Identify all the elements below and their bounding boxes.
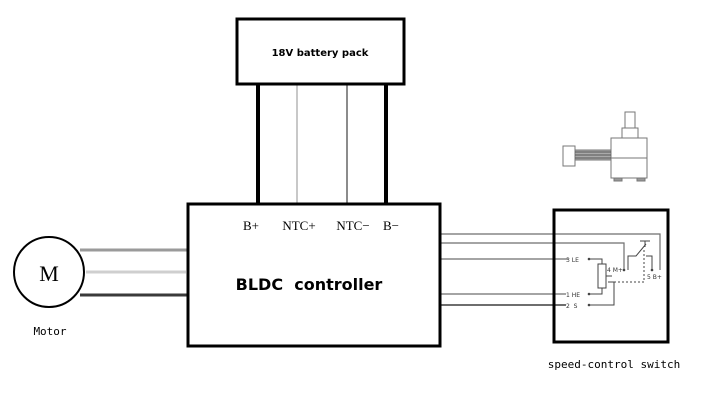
battery-label: 18V battery pack — [272, 48, 369, 59]
controller-label: BLDC controller — [236, 275, 383, 294]
wire-to-b — [440, 233, 661, 270]
pin-le-label: 3 LE — [566, 257, 579, 264]
pin-b-label: 5 B+ — [647, 274, 662, 281]
pin-m-label: 4 M+ — [607, 267, 623, 274]
wire-to-m — [440, 242, 625, 270]
pin-s-label: 2 S — [566, 303, 578, 310]
motor-label: Motor — [33, 325, 66, 338]
switch-label: speed-control switch — [548, 358, 680, 371]
terminal-b-plus: B+ — [243, 218, 259, 233]
terminal-b-minus: B− — [383, 218, 399, 233]
potentiometer-switch-photo-icon — [562, 111, 648, 182]
signal-wires — [440, 233, 661, 306]
motor: M Motor — [13, 236, 85, 338]
motor-symbol: M — [39, 261, 59, 286]
potentiometer-symbol — [597, 263, 607, 289]
speed-control-switch: 3 LE 1 HE 2 S 4 M+ 5 B+ speed-control sw… — [548, 208, 680, 371]
pin-he-label: 1 HE — [566, 292, 580, 299]
battery-pack: 18V battery pack — [235, 17, 406, 86]
terminal-ntc-minus: NTC− — [336, 218, 369, 233]
terminal-ntc-plus: NTC+ — [282, 218, 315, 233]
bldc-controller: B+ NTC+ NTC− B− BLDC controller — [186, 202, 442, 348]
